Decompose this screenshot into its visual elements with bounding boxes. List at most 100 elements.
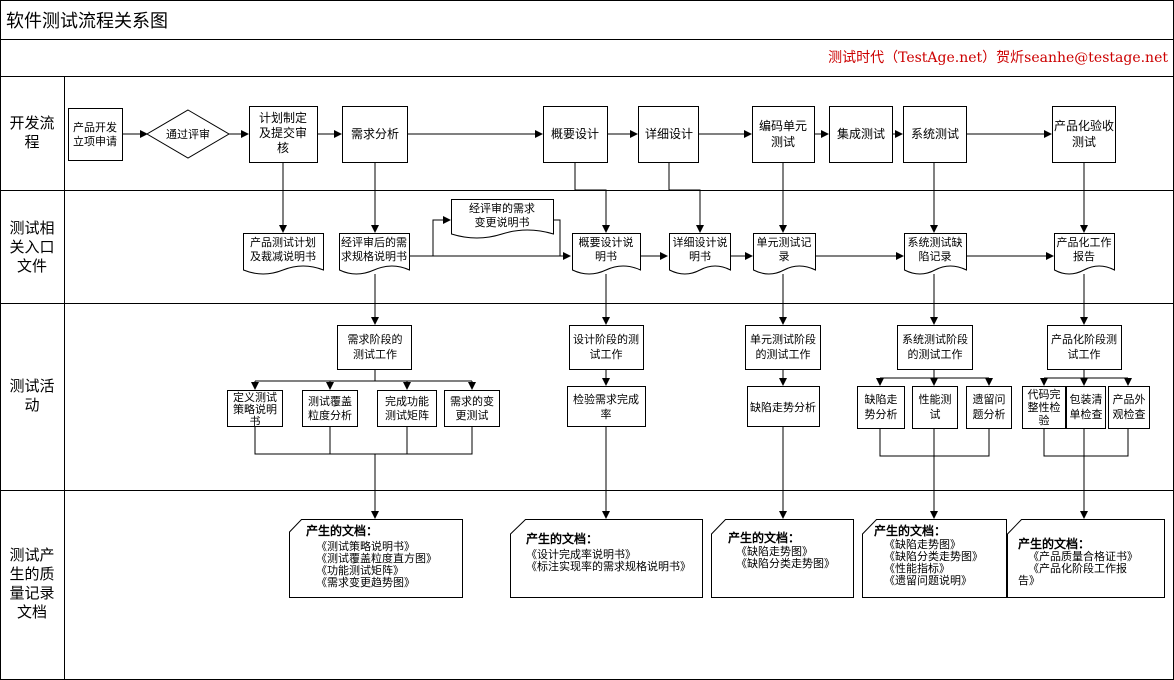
svg-text:定义测试策略说明书: 定义测试策略说明书 (233, 390, 277, 428)
svg-text:经评审的需求变更说明书: 经评审的需求变更说明书 (469, 201, 535, 229)
svg-text:产生的文档：: 产生的文档： (874, 523, 946, 538)
node-line: 计划制定 (259, 110, 307, 125)
node-line: 测试工作 (353, 348, 397, 361)
svg-text:系统测试: 系统测试 (911, 126, 959, 141)
node-line: 书 (250, 415, 261, 428)
svg-text:检验需求完成率: 检验需求完成率 (573, 392, 639, 421)
node-line: 陷记录 (919, 249, 952, 263)
output-item: 《标注实现率的需求规格说明书》 (526, 559, 691, 573)
svg-text:产品开发立项申请: 产品开发立项申请 (73, 120, 117, 148)
output-item: 《产品化阶段工作报 (1028, 561, 1127, 575)
dev-step-hld: 概要设计 (543, 106, 608, 163)
output-item: 《测试策略说明书》 (316, 539, 415, 553)
svg-text:单元测试记录: 单元测试记录 (757, 236, 812, 263)
node-line: 缺陷走 (865, 392, 898, 406)
credit-text: 测试时代（TestAge.net）贺炘seanhe@testage.net (828, 50, 1168, 66)
node-line: 试工作 (1068, 348, 1101, 361)
phase-product: 产品化阶段测试工作 (1047, 325, 1122, 370)
svg-text:需求分析: 需求分析 (351, 127, 399, 141)
dev-step-acceptance: 产品化验收测试 (1052, 106, 1116, 163)
svg-text:《缺陷走势图》《缺陷分类走势图》: 《缺陷走势图》《缺陷分类走势图》 (736, 544, 835, 570)
node-line: 更测试 (456, 409, 489, 422)
lane-line: 测试产 (9, 546, 54, 564)
node-line: 核 (277, 141, 289, 155)
activity-packing-check: 包装清单检查 (1066, 386, 1106, 429)
output-item: 《测试覆盖粒度直方图》 (316, 551, 437, 565)
svg-text:设计阶段的测试工作: 设计阶段的测试工作 (573, 332, 639, 361)
node-line: 试 (930, 408, 941, 421)
svg-text:产品化验收测试: 产品化验收测试 (1054, 118, 1114, 149)
svg-text:经评审后的需求规格说明书: 经评审后的需求规格说明书 (341, 235, 407, 263)
node-line: 策略说明 (233, 402, 277, 416)
dev-step-system: 系统测试 (903, 106, 967, 163)
lane-line: 文件 (17, 257, 47, 275)
lane-line: 开发流 (9, 114, 54, 132)
output-item: 《缺陷走势图》 (884, 537, 961, 551)
svg-text:产生的文档：: 产生的文档： (306, 523, 378, 538)
output-item: 《缺陷走势图》 (736, 544, 813, 558)
svg-text:通过评审: 通过评审 (166, 127, 210, 141)
svg-text:详细设计说明书: 详细设计说明书 (673, 235, 728, 263)
node-line: 概要设计说 (579, 235, 634, 249)
svg-text:产生的文档：: 产生的文档： (728, 530, 800, 545)
node-line: 明书 (595, 250, 617, 263)
svg-text:测试覆盖粒度分析: 测试覆盖粒度分析 (308, 394, 352, 422)
node-line: 性能测 (919, 392, 952, 406)
node-line: 立项申请 (73, 134, 117, 148)
lane-label-activity: 测试活动 (9, 377, 54, 414)
node-line: 产品化阶段测 (1051, 332, 1117, 346)
node-line: 报告 (1073, 249, 1095, 263)
svg-text:产生的文档：: 产生的文档： (1018, 536, 1090, 551)
node-line: 观检查 (1113, 407, 1146, 421)
activity-req-completion: 检验需求完成率 (567, 386, 646, 427)
node-line: 粒度分析 (308, 408, 352, 422)
output-doc-design: 产生的文档： 《设计完成率说明书》《标注实现率的需求规格说明书》 (510, 519, 703, 598)
activity-defect-trend: 缺陷走势分析 (857, 386, 905, 429)
node-line: 及提交审 (259, 125, 307, 140)
activity-defect-trend-unit: 缺陷走势分析 (747, 386, 820, 427)
node-line: 详细设计说 (673, 235, 728, 249)
svg-text:概要设计: 概要设计 (551, 127, 599, 141)
node-line: 定义测试 (233, 390, 277, 404)
lane-line: 量记录 (9, 584, 54, 602)
svg-text:测试产生的质量记录文档: 测试产生的质量记录文档 (9, 546, 54, 621)
activity-code-integrity: 代码完整性检验 (1022, 386, 1066, 429)
activity-appearance-check: 产品外观检查 (1108, 386, 1150, 429)
svg-text:开发流程: 开发流程 (9, 114, 54, 151)
activity-change-test: 需求的变更测试 (444, 390, 500, 427)
svg-text:需求阶段的测试工作: 需求阶段的测试工作 (348, 332, 403, 361)
node-line: 产品测试计划 (250, 235, 316, 249)
node-line: 经评审的需求 (469, 201, 535, 215)
svg-text:缺陷走势分析: 缺陷走势分析 (865, 392, 898, 421)
output-item: 《产品质量合格证书》 (1028, 549, 1138, 563)
lane-line: 测试活 (9, 377, 54, 395)
output-heading: 产生的文档： (1018, 536, 1090, 551)
entry-doc-srs: 经评审后的需求规格说明书 (339, 233, 410, 275)
entry-doc-test-plan: 产品测试计划及裁减说明书 (243, 233, 324, 275)
node-line: 变更说明书 (475, 215, 530, 229)
entry-doc-hld: 概要设计说明书 (572, 233, 641, 275)
entry-doc-system: 系统测试缺陷记录 (904, 233, 967, 275)
node-line: 题分析 (973, 407, 1006, 421)
svg-text:产品外观检查: 产品外观检查 (1113, 392, 1146, 421)
output-item: 《遗留问题说明》 (884, 573, 972, 587)
node-line: 验 (1039, 413, 1050, 427)
svg-text:系统测试缺陷记录: 系统测试缺陷记录 (908, 235, 963, 263)
dev-step-lld: 详细设计 (638, 106, 699, 163)
node-line: 整性检 (1028, 400, 1061, 414)
node-line: 单检查 (1070, 407, 1103, 421)
output-doc-requirements: 产生的文档： 《测试策略说明书》《测试覆盖粒度直方图》《功能测试矩阵》《需求变更… (289, 519, 463, 598)
svg-text:概要设计说明书: 概要设计说明书 (579, 235, 634, 263)
svg-text:性能测试: 性能测试 (919, 392, 952, 421)
node-line: 检验需求完成 (573, 392, 639, 406)
svg-text:包装清单检查: 包装清单检查 (1070, 393, 1103, 421)
output-doc-system: 产生的文档： 《缺陷走势图》《缺陷分类走势图》《性能指标》《遗留问题说明》 (862, 519, 1007, 598)
output-heading: 产生的文档： (728, 530, 800, 545)
node-line: 产品化工作 (1057, 235, 1112, 249)
node-line: 试工作 (590, 348, 623, 361)
svg-text:《产品质量合格证书》《产品化阶段工作报告》: 《产品质量合格证书》《产品化阶段工作报告》 (1018, 549, 1138, 587)
svg-text:缺陷走势分析: 缺陷走势分析 (750, 400, 816, 414)
node-line: 完成功能 (385, 394, 429, 408)
lane-label-entry: 测试相关入口文件 (9, 219, 54, 275)
